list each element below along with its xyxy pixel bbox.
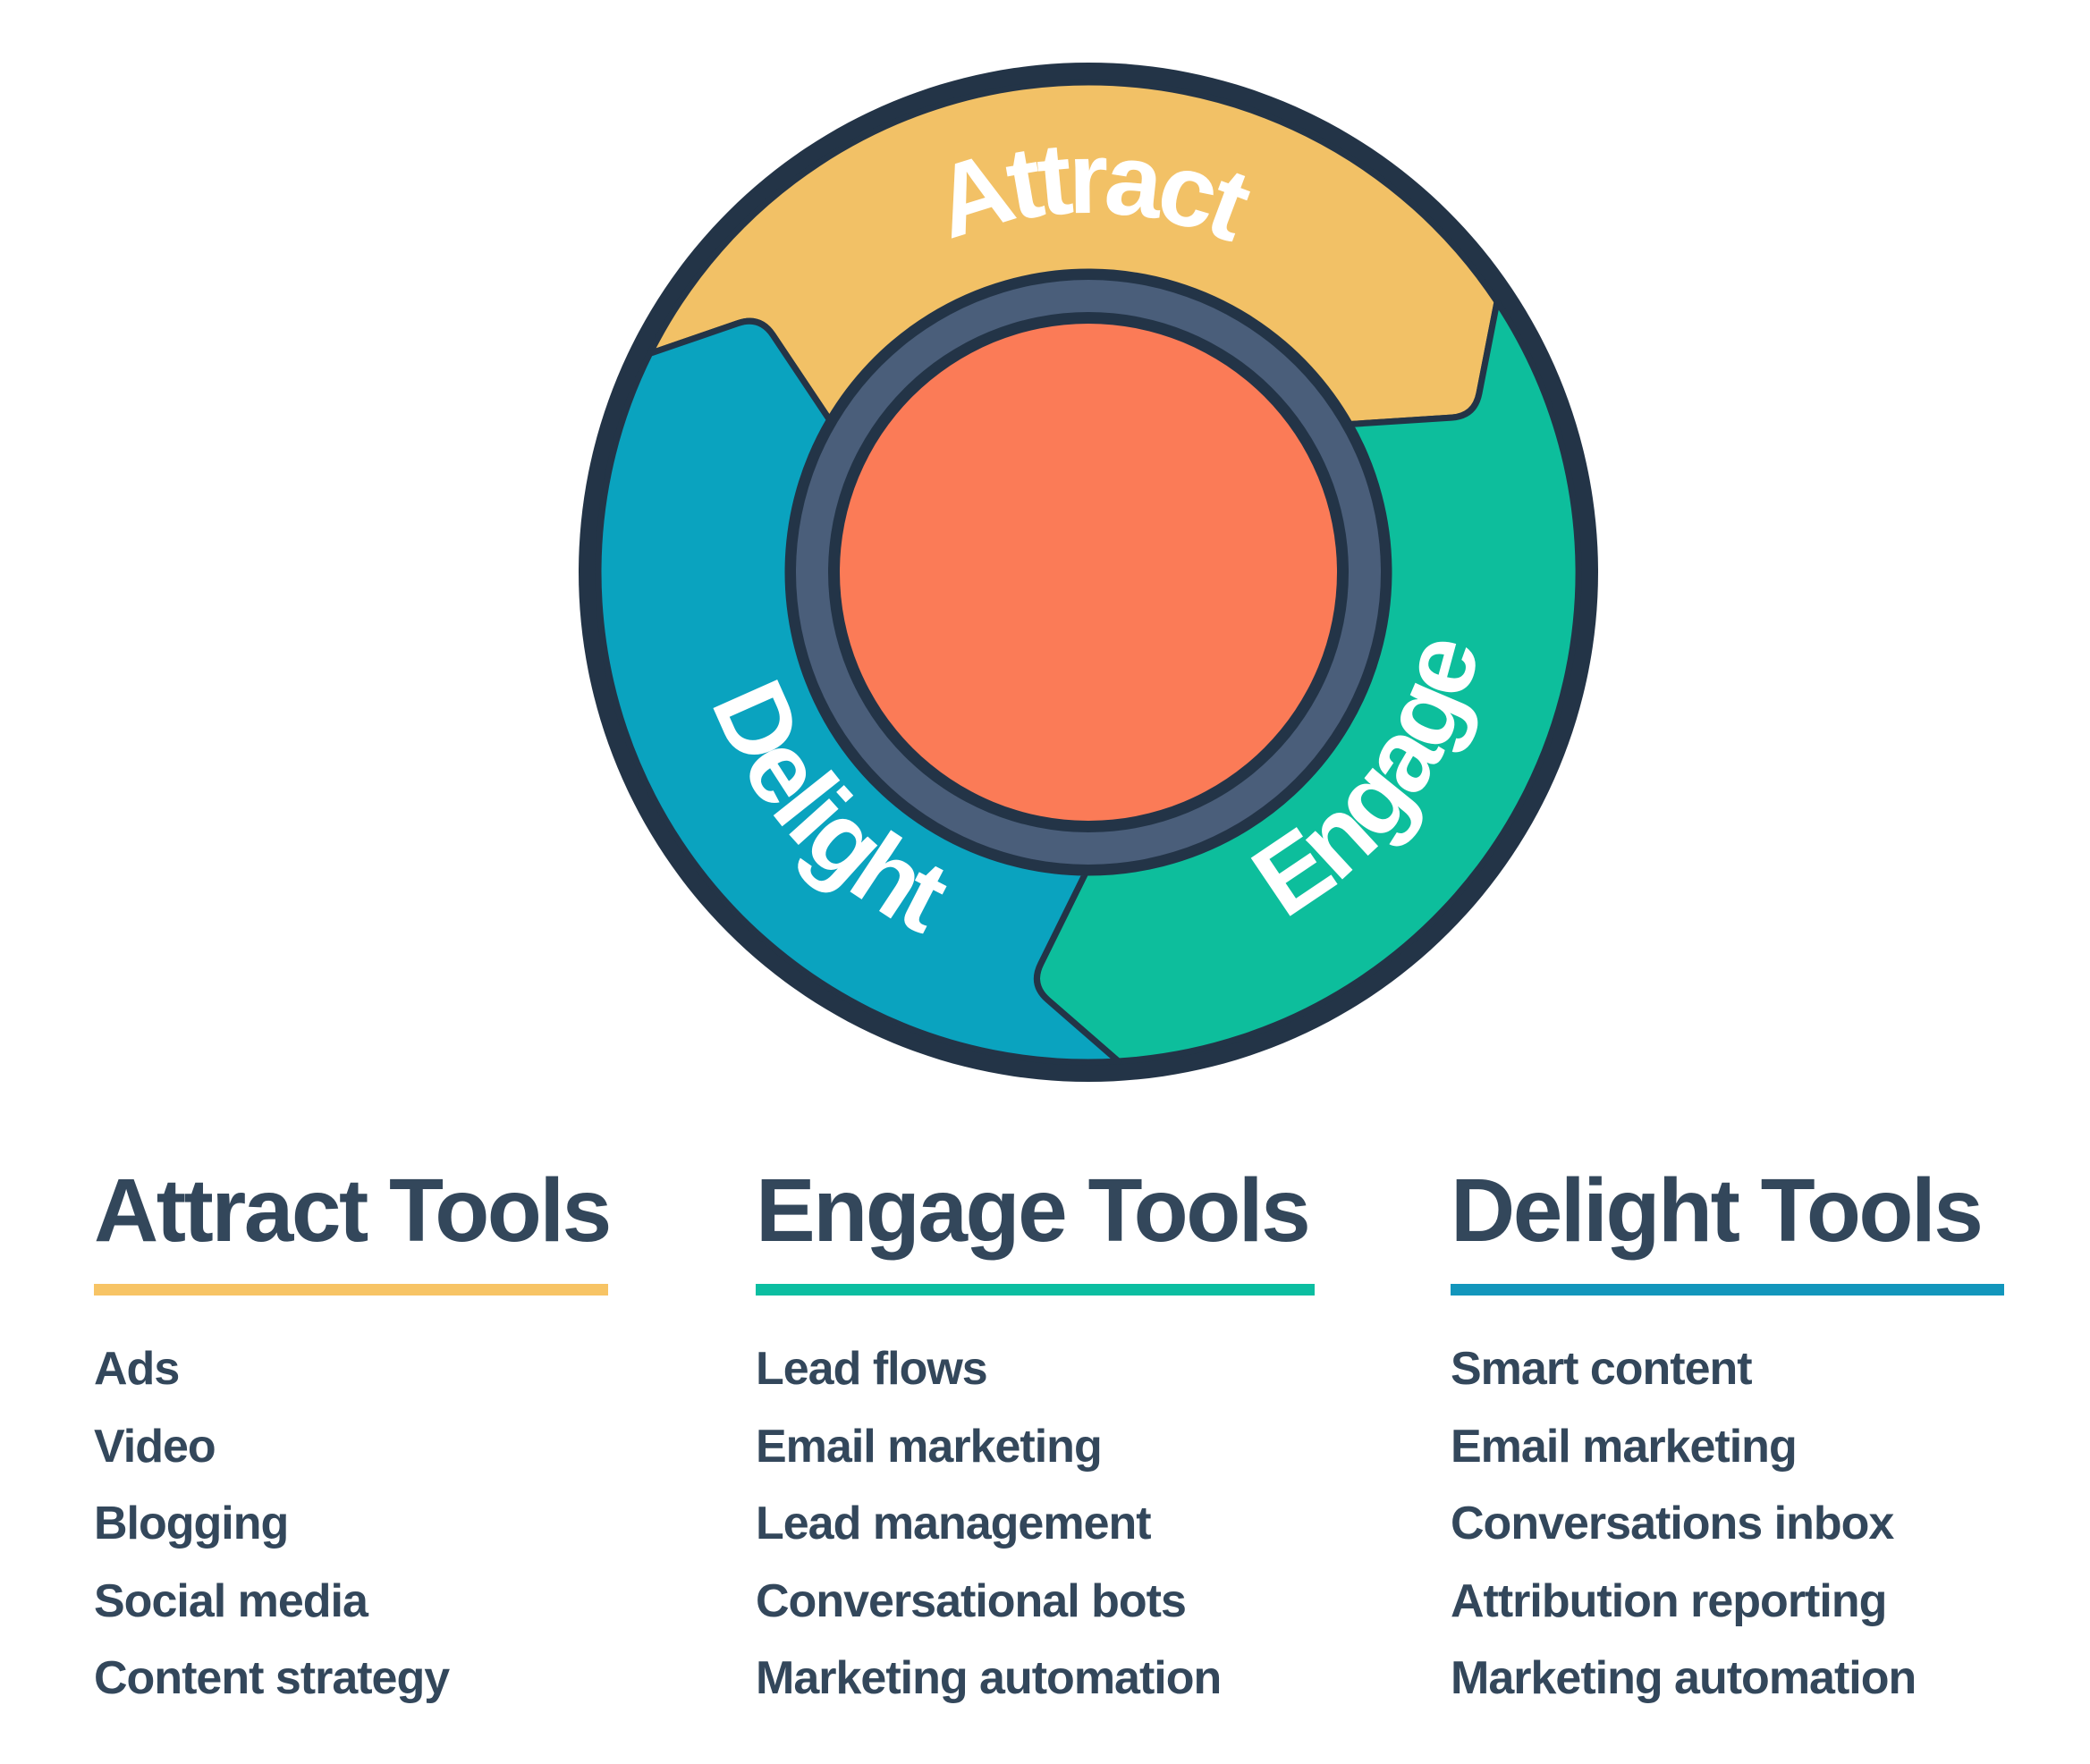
list-item: Content strategy <box>94 1652 450 1704</box>
list-item: Smart content <box>1451 1343 1753 1395</box>
list-item: Attribution reporting <box>1451 1574 1887 1627</box>
list-item: Marketing automation <box>1451 1652 1917 1704</box>
delight-tools-underline <box>1451 1284 2004 1296</box>
list-item: Blogging <box>94 1498 289 1549</box>
list-item: Lead flows <box>756 1343 988 1395</box>
engage-tools-title: Engage Tools <box>756 1161 1311 1261</box>
list-item: Email marketing <box>756 1420 1103 1473</box>
engage-tools-column: Engage Tools Lead flows Email marketing … <box>756 1166 1382 1718</box>
list-item: Lead management <box>756 1498 1152 1549</box>
list-item: Social media <box>94 1574 368 1627</box>
list-item: Conversations inbox <box>1451 1498 1894 1549</box>
attract-tools-list: Ads Video Blogging Social media Content … <box>94 1330 720 1718</box>
delight-tools-column: Delight Tools Smart content Email market… <box>1451 1166 2077 1718</box>
engage-tools-list: Lead flows Email marketing Lead manageme… <box>756 1330 1382 1718</box>
attract-tools-underline <box>94 1284 608 1296</box>
flywheel-core <box>840 324 1337 821</box>
attract-tools-column: Attract Tools Ads Video Blogging Social … <box>94 1166 720 1718</box>
delight-tools-list: Smart content Email marketing Conversati… <box>1451 1330 2077 1718</box>
delight-tools-title: Delight Tools <box>1451 1161 1984 1261</box>
list-item: Email marketing <box>1451 1420 1798 1473</box>
engage-tools-underline <box>756 1284 1315 1296</box>
list-item: Ads <box>94 1343 180 1395</box>
list-item: Marketing automation <box>756 1652 1222 1704</box>
attract-tools-title: Attract Tools <box>94 1161 612 1261</box>
list-item: Video <box>94 1420 216 1473</box>
list-item: Conversational bots <box>756 1574 1187 1627</box>
